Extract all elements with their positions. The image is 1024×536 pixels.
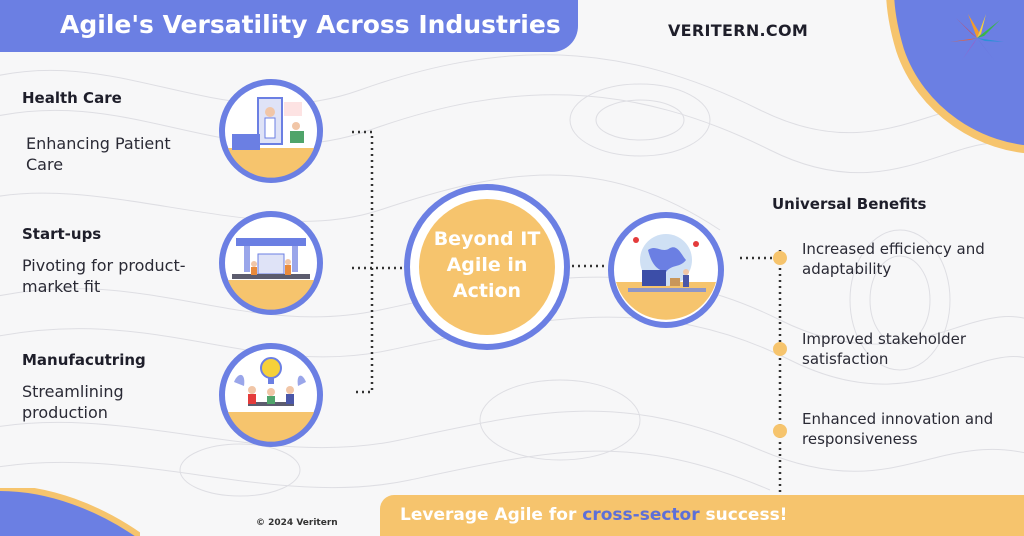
cta-accent: cross-sector <box>582 505 700 525</box>
center-line-1: Beyond IT <box>433 228 541 250</box>
industry-subtitle-startups: Pivoting for product-market fit <box>22 256 186 296</box>
cta-text: Leverage Agile for cross-sector success! <box>400 505 787 525</box>
corner-decoration <box>886 0 1024 153</box>
cta-suffix: success! <box>699 505 788 525</box>
benefit-item: Enhanced innovation and responsiveness <box>802 410 994 448</box>
benefit-item: Increased efficiency and adaptability <box>802 240 985 278</box>
center-line-2: Agile in <box>446 254 528 276</box>
cta-prefix: Leverage Agile for <box>400 505 583 525</box>
team-icon <box>218 342 324 448</box>
title-banner <box>0 0 578 52</box>
brand-url: VERITERN.COM <box>668 21 809 40</box>
benefit-item: Improved stakeholder satisfaction <box>802 330 967 368</box>
industry-title-manufacturing: Manufacutring <box>22 351 146 369</box>
center-label: Beyond IT Agile in Action <box>402 226 572 304</box>
center-line-3: Action <box>452 280 522 302</box>
center-hub <box>402 182 572 352</box>
industry-title-healthcare: Health Care <box>22 89 122 107</box>
industry-title-startups: Start-ups <box>22 225 102 243</box>
benefits-title: Universal Benefits <box>772 195 927 213</box>
industry-subtitle-manufacturing: Streamlining production <box>22 382 124 422</box>
healthcare-icon <box>218 78 324 184</box>
corner-decoration-bottom <box>0 488 140 536</box>
copyright: © 2024 Veritern <box>256 518 338 528</box>
factory-icon <box>218 210 324 316</box>
globe-icon <box>606 210 726 330</box>
industry-subtitle-healthcare: Enhancing Patient Care <box>26 134 171 174</box>
page-title: Agile's Versatility Across Industries <box>60 10 561 39</box>
veritern-logo <box>950 14 1004 60</box>
cta-banner <box>380 495 1024 536</box>
